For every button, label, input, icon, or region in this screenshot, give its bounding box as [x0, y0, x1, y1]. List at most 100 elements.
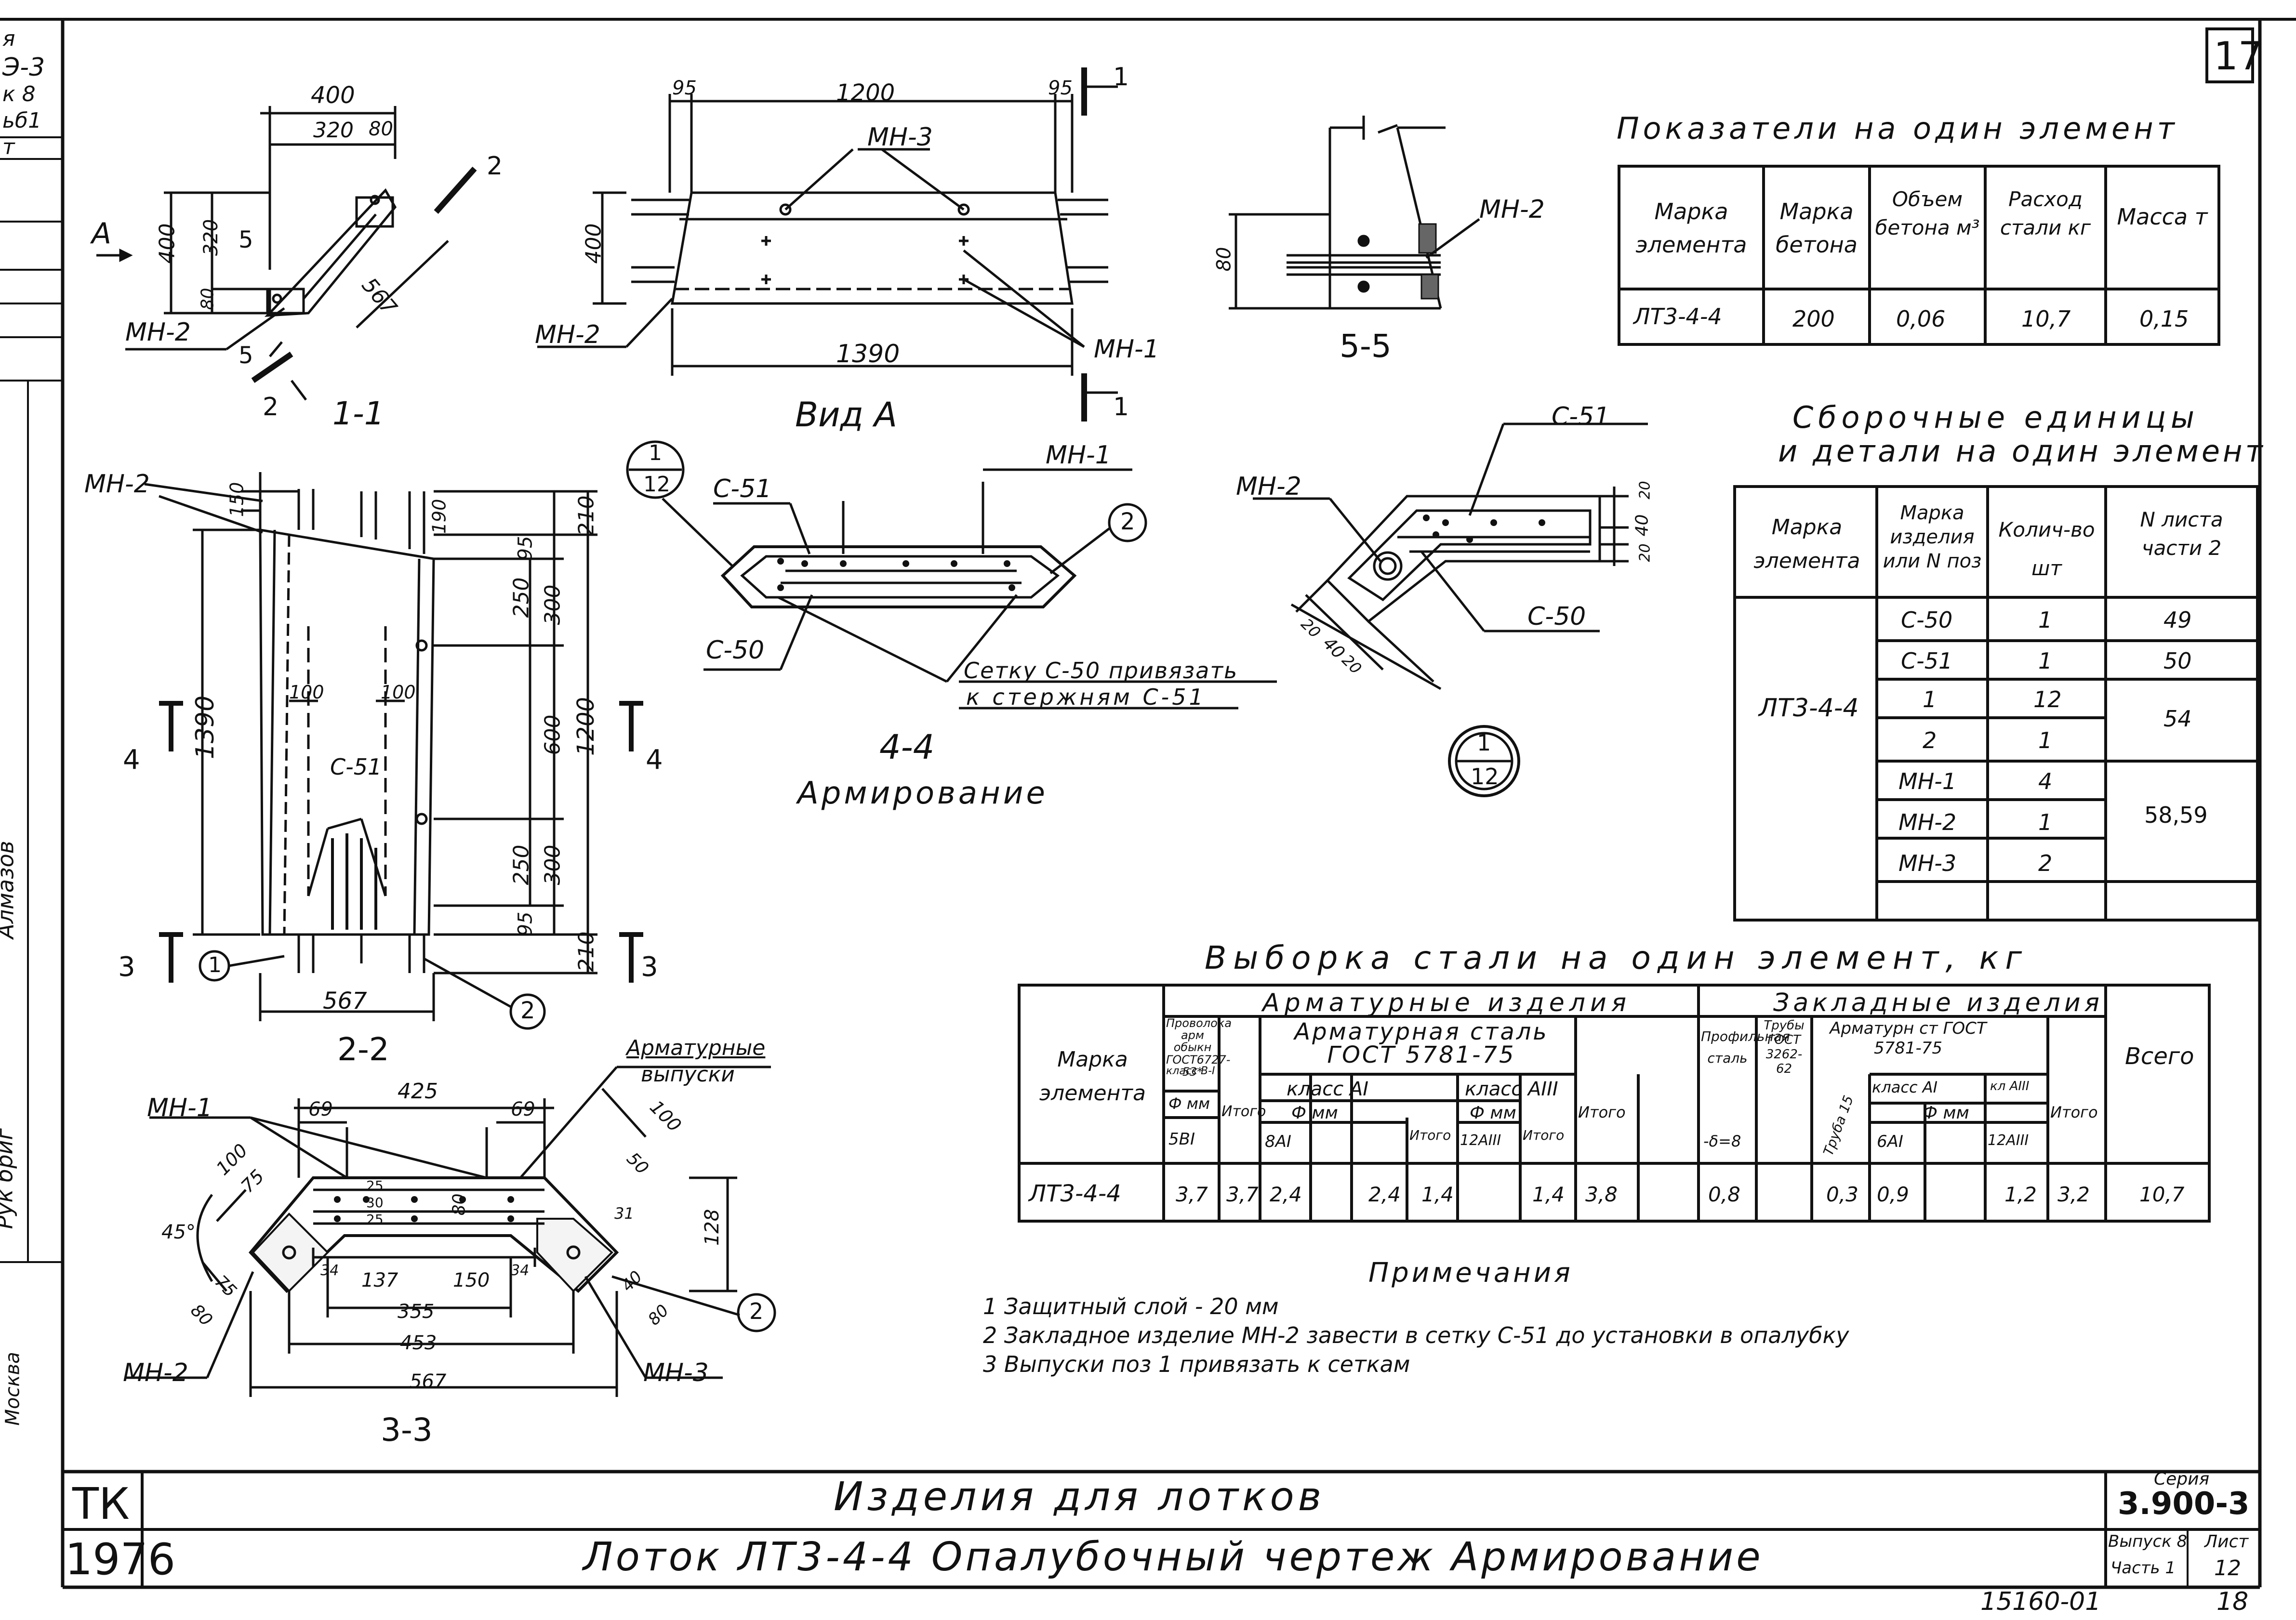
t2-r7-qty: 2 [2038, 850, 2053, 876]
s44-subtitle: Армирование [797, 776, 1048, 811]
s11-dim-6: 80 [198, 288, 218, 310]
s33-dim-69a: 69 [308, 1098, 333, 1120]
vida-dim-1: 95 [672, 77, 697, 99]
t3-h-cls-a1b: класс АI [1872, 1078, 1938, 1096]
s22-label-mn2: МН-2 [84, 470, 150, 499]
t3-h-cls-b: класс В-I [1166, 1065, 1215, 1077]
s11-label-2b: 2 [263, 393, 279, 421]
t2-r3-sheet: 54 [2163, 706, 2192, 732]
t1-h-steel: Расход стали кг [2000, 187, 2091, 239]
t3-r-c8: 1,4 [1532, 1183, 1565, 1206]
s44-note-1: Сетку С-50 привязать [964, 658, 1238, 684]
s33-dim-25a: 25 [366, 1178, 384, 1194]
t2-r2-qty: 1 [2038, 648, 2053, 674]
t2-h-qty: Колич-во шт [1998, 518, 2095, 580]
detail-dim-3: 20 [1636, 543, 1654, 562]
s22-dim-210b: 210 [574, 931, 599, 972]
s22-dim-1200: 1200 [572, 697, 600, 756]
s22-label-1: 1 [208, 953, 222, 977]
tb-chast: Часть 1 [2110, 1558, 2176, 1578]
margin-signature-3: Москва [1, 1352, 24, 1426]
t3-h-mark: Марка элемента [1039, 1047, 1146, 1106]
s22-label-3b: 3 [641, 951, 658, 983]
vida-label-mn1: МН-1 [1094, 335, 1159, 364]
t2-h-sheet: N листа части 2 [2140, 508, 2223, 560]
note-1: 1 Защитный слой - 20 мм [983, 1293, 1279, 1319]
t3-r-c3: 2,4 [1270, 1183, 1302, 1206]
t3-h-12a3: 12АIII [1460, 1132, 1501, 1149]
s22-dim-250a: 250 [509, 577, 534, 618]
s22-label-c51: С-51 [330, 754, 382, 780]
s33-dim-453: 453 [400, 1332, 437, 1354]
s55-label-mn2: МН-2 [1479, 195, 1545, 224]
tb-title-1: Изделия для лотков [834, 1474, 1326, 1520]
t3-h-cls-a3: класс АIII [1465, 1078, 1558, 1100]
vida-dim-5: 1390 [836, 340, 900, 369]
note-2: 2 Закладное изделие МН-2 завести в сетку… [983, 1322, 1849, 1348]
s33-dim-69b: 69 [511, 1098, 535, 1120]
s44-label-2: 2 [1120, 508, 1135, 535]
s22-dim-210a: 210 [574, 495, 599, 536]
s22-label-4b: 4 [646, 744, 663, 776]
t3-r-c10: 0,8 [1708, 1183, 1740, 1206]
s22-title: 2-2 [337, 1031, 389, 1068]
s11-label-5b: 5 [239, 342, 253, 369]
s33-label-mn2: МН-2 [123, 1358, 188, 1387]
s33-label-mn3: МН-3 [643, 1358, 709, 1387]
s33-dim-31: 31 [614, 1204, 634, 1223]
s44-circle-top: 1 [649, 441, 662, 465]
s44-label-c51: С-51 [713, 474, 772, 503]
t3-h-arm: Арматурные изделия [1262, 988, 1632, 1017]
margin-frag-1: я [2, 26, 15, 51]
s33-dim-128: 128 [701, 1209, 724, 1246]
s33-dim-150: 150 [453, 1269, 490, 1291]
s22-dim-600: 600 [540, 714, 565, 755]
tb-org: ТК [72, 1479, 130, 1529]
s33-label-2: 2 [749, 1298, 764, 1324]
t2-r2-sheet: 50 [2163, 648, 2192, 674]
s22-dim-95b: 95 [514, 911, 537, 936]
t3-r-c13: 0,9 [1877, 1183, 1909, 1206]
s33-title: 3-3 [381, 1411, 433, 1449]
t3-r-c5: 2,4 [1368, 1183, 1401, 1206]
detail-dim-1: 40 [1632, 514, 1652, 537]
t3-h-prof: Профильная сталь [1701, 1028, 1790, 1066]
t2-element: ЛТ3-4-4 [1759, 694, 1859, 723]
detail-circle-bottom: 12 [1471, 764, 1499, 790]
t3-h-fmm-4: Ф мм [1923, 1103, 1969, 1123]
t3-h-itogo-5: Итого [2050, 1103, 2098, 1121]
margin-frag-2: Э-3 [2, 53, 45, 82]
table3-title: Выборка стали на один элемент, кг [1205, 939, 2029, 976]
t2-h-item: Марка изделия или N поз [1883, 502, 1982, 572]
t2-r2-item: С-51 [1901, 648, 1953, 674]
s11-label-a: А [92, 217, 112, 250]
t3-h-cls-a1: класс АI [1287, 1078, 1369, 1100]
s33-dim-30: 30 [366, 1195, 384, 1211]
t2-r3-item: 1 [1923, 686, 1937, 712]
t3-h-fmm-3: Ф мм [1470, 1103, 1516, 1123]
t1-r-concrete: 200 [1792, 306, 1835, 332]
t2-r5-item: МН-1 [1898, 768, 1957, 794]
t3-h-wire: Проволока арм обыкн ГОСТ6727-53* [1166, 1016, 1232, 1079]
margin-signature-1: Рук бриг [0, 1128, 18, 1229]
t2-r5-sheet: 58,59 [2144, 802, 2208, 828]
s22-dim-300b: 300 [540, 844, 565, 885]
s11-label-5a: 5 [239, 226, 253, 253]
t2-r6-qty: 1 [2038, 809, 2053, 835]
table2-title-2: и детали на один элемент [1778, 434, 2266, 469]
s22-dim-250b: 250 [509, 844, 534, 885]
s22-label-3a: 3 [118, 951, 135, 983]
s11-label-2a: 2 [487, 152, 503, 181]
s33-dim-34a: 34 [320, 1262, 339, 1279]
s44-label-c50: С-50 [706, 636, 765, 665]
s22-label-2: 2 [520, 997, 535, 1024]
t1-r-steel: 10,7 [2021, 306, 2071, 332]
t1-r-mark: ЛТ3-4-4 [1633, 303, 1722, 329]
margin-frag-5: т [2, 135, 15, 159]
t2-r4-qty: 1 [2038, 727, 2053, 753]
t3-h-zakl: Закладные изделия [1773, 988, 2103, 1017]
detail-dim-2: 20 [1636, 481, 1654, 500]
s11-dim-5: 320 [200, 219, 223, 256]
t3-h-8ai: 8АI [1265, 1132, 1291, 1151]
table2-title-1: Сборочные единицы [1792, 400, 2200, 435]
